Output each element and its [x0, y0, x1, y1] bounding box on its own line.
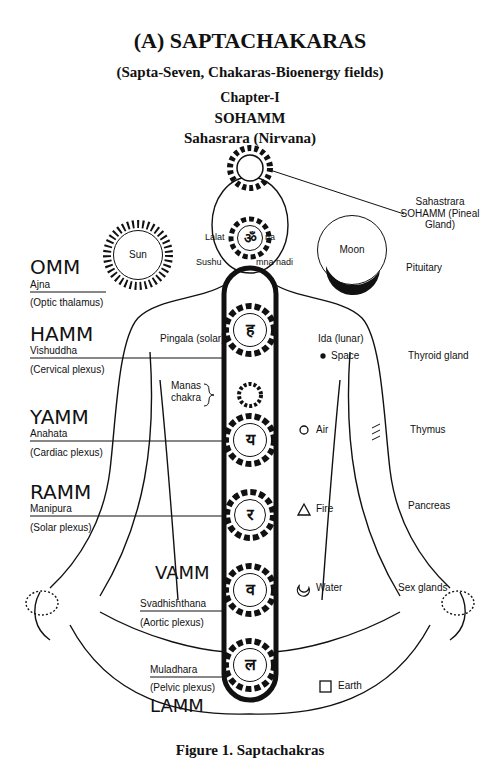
element-name: Water	[316, 582, 342, 594]
air-symbol	[300, 426, 308, 434]
right-leg	[274, 612, 400, 652]
bija-mantra: OMM	[30, 256, 80, 279]
ajna-leader	[30, 292, 106, 293]
sahasrara-leader	[270, 170, 404, 214]
chakra-petals	[226, 219, 274, 689]
right-arm-inner	[348, 352, 400, 596]
left-hand	[26, 591, 58, 615]
svadhishthana-petals	[226, 566, 274, 614]
svadhishthana-leader	[140, 611, 224, 612]
node-text: ॐ	[244, 231, 257, 245]
gland-name: Sahastrara SOHAMM (Pineal Gland)	[399, 196, 481, 231]
element-name: Space	[331, 350, 359, 362]
sahasrara-lotus	[237, 155, 263, 181]
caption: Figure 1. Saptachakras	[50, 742, 450, 759]
subtitle: (Sapta-Seven, Chakaras-Bioenergy fields)	[50, 64, 450, 81]
chapter: Chapter-I	[50, 90, 450, 106]
thymus-marks	[372, 424, 380, 440]
bija-mantra: LAMM	[150, 696, 204, 717]
gland-name: Pituitary	[406, 262, 442, 274]
plexus-name: (Optic thalamus)	[30, 297, 103, 309]
chakra-name: Muladhara	[150, 664, 197, 676]
manipura-leader	[30, 516, 224, 517]
bija-mantra: RAMM	[30, 481, 91, 504]
left-arm-inner	[100, 352, 152, 596]
chakra-circle: ल	[233, 648, 267, 682]
title: (A) SAPTACHAKARAS	[50, 28, 450, 53]
chakra-name: Svadhishthana	[140, 598, 206, 610]
gland-name: Sex glands	[398, 582, 447, 594]
muladhara-petals	[226, 641, 274, 689]
chakra-circle: य	[233, 423, 267, 457]
chakra-name: Vishuddha	[30, 345, 77, 357]
chakra-name: Ajna	[30, 279, 50, 291]
muladhara-leader	[150, 677, 224, 678]
chakra-name: Anahata	[30, 428, 67, 440]
plexus-name: (Pelvic plexus)	[150, 682, 215, 694]
plexus-name: (Cardiac plexus)	[30, 447, 103, 459]
manas-bracket	[204, 384, 214, 406]
right-fingers	[450, 592, 465, 640]
node-text: व	[246, 582, 255, 598]
element-name: Air	[316, 424, 328, 436]
part-name: mna nadi	[256, 257, 293, 267]
part-name: Sushu	[196, 257, 222, 267]
part-name: Lalat	[205, 232, 225, 242]
manas-chakra	[239, 384, 261, 406]
right-hand	[442, 591, 474, 615]
plexus-name: (Solar plexus)	[30, 522, 92, 534]
manipura-petals	[227, 492, 273, 538]
left-fingers	[35, 592, 50, 640]
plexus-name: (Cervical plexus)	[30, 364, 104, 376]
ajna-petals	[231, 219, 269, 257]
node-text: Moon	[339, 245, 364, 255]
element-symbols	[297, 354, 331, 692]
gland-name: Thyroid gland	[408, 350, 469, 362]
plexus-name: (Aortic plexus)	[140, 617, 204, 629]
part-name: na	[265, 232, 275, 242]
node-text: Sun	[129, 250, 147, 260]
gland-name: Thymus	[410, 424, 446, 436]
sun-rays	[107, 224, 169, 286]
vishuddha-petals	[226, 306, 274, 354]
sahasrara-petals	[230, 148, 270, 188]
anahata-leader	[30, 441, 224, 442]
bija-mantra: YAMM	[30, 406, 89, 429]
water-symbol	[297, 586, 309, 596]
node-text: र	[247, 507, 254, 523]
bija-mantra: VAMM	[155, 563, 210, 584]
body-outline	[26, 177, 474, 714]
anahata-petals	[226, 416, 274, 464]
chakra-circle: व	[233, 573, 267, 607]
left-leg	[100, 612, 226, 652]
node-text: ल	[245, 657, 256, 673]
chakra-circle: र	[234, 499, 266, 531]
node-text: य	[246, 432, 255, 448]
chakra-heading: Sahasrara (Nirvana)	[50, 130, 450, 147]
nadi-name: Pingala (solar)	[160, 333, 224, 345]
chakra-circle: ॐ	[237, 225, 263, 251]
sushumna-tube	[224, 268, 276, 700]
moon-crescent	[326, 266, 380, 295]
node-text: ह	[246, 322, 255, 338]
gland-name: Pancreas	[408, 500, 450, 512]
chakra-name: Manas chakra	[159, 380, 201, 403]
nadi-name: Ida (lunar)	[318, 333, 364, 345]
sun-circle: Sun	[113, 230, 163, 280]
element-name: Fire	[316, 503, 333, 515]
right-arm-outer	[274, 284, 450, 588]
space-symbol	[321, 354, 325, 358]
vishuddha-leader	[30, 358, 224, 359]
chakra-circle: ह	[233, 313, 267, 347]
element-name: Earth	[338, 680, 362, 692]
bija-mantra: HAMM	[30, 323, 93, 346]
mantra: SOHAMM	[50, 110, 450, 127]
moon-circle: Moon	[317, 215, 387, 285]
right-torso	[322, 380, 340, 600]
leader-lines	[30, 170, 404, 677]
fire-symbol	[298, 504, 310, 515]
chakra-name: Manipura	[30, 503, 72, 515]
earth-symbol	[320, 681, 331, 692]
